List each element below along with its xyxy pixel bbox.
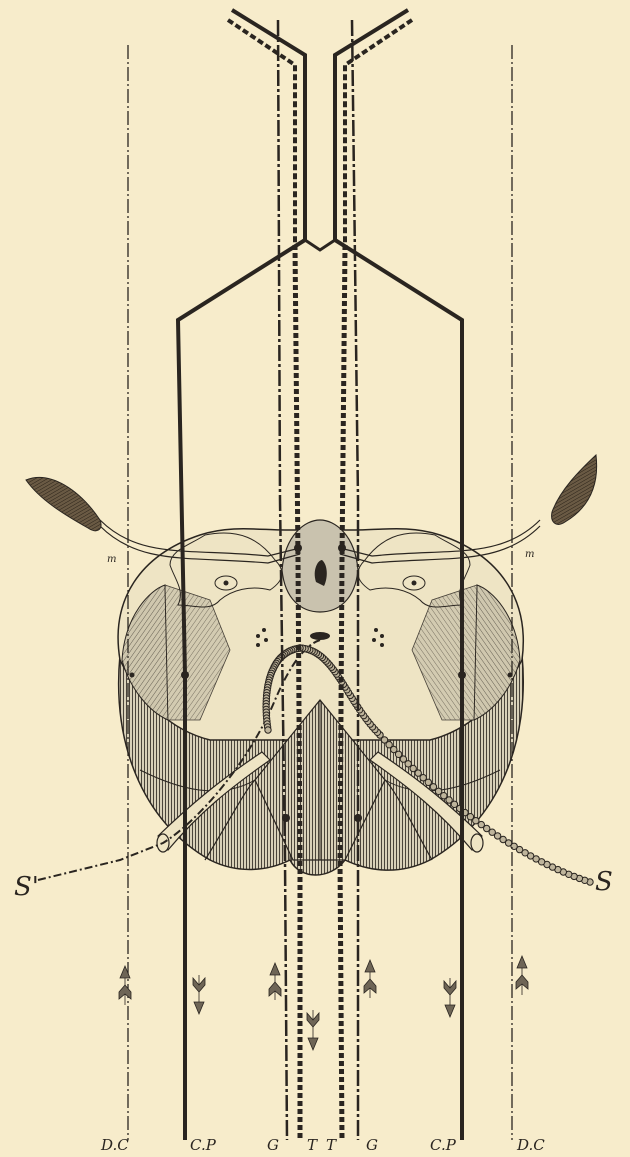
muscle-right	[552, 455, 597, 524]
label-cp-left: C.P	[190, 1136, 217, 1154]
label-dc-left: D.C	[100, 1136, 129, 1154]
fiber-bead	[265, 727, 271, 733]
label-muscle-right: m	[525, 549, 534, 560]
label-g-right: G	[366, 1136, 378, 1154]
label-cp-right: C.P	[430, 1136, 457, 1154]
arrow-down-cp-right	[444, 978, 456, 1017]
label-g-left: G	[267, 1136, 279, 1154]
label-t-left: T	[307, 1136, 318, 1154]
arrow-down-t	[307, 1010, 319, 1050]
label-muscle-left: m	[107, 554, 116, 565]
arrow-up-g-right	[364, 960, 376, 998]
arrow-up-dc-left	[119, 966, 131, 1005]
label-s: S	[595, 867, 613, 897]
arrow-down-cp-left	[193, 975, 205, 1014]
muscle-left	[26, 477, 101, 530]
arrow-up-g-left	[269, 963, 281, 1000]
fiber-bead	[425, 779, 431, 785]
label-dc-right: D.C	[516, 1136, 545, 1154]
label-s-prime: S'	[14, 872, 39, 902]
fiber-bead	[435, 788, 441, 794]
arrow-up-dc-right	[516, 956, 528, 995]
central-canal	[310, 632, 330, 640]
direction-arrows	[119, 956, 528, 1050]
label-t-right: T	[326, 1136, 337, 1154]
